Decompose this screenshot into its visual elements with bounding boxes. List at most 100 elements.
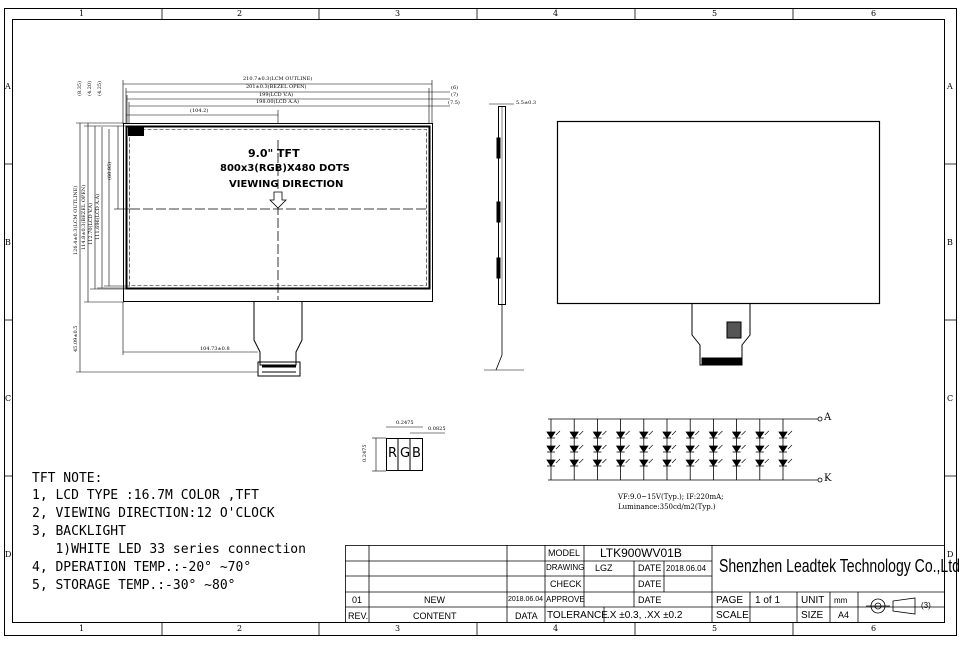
col-label-1-bottom: 1 <box>79 624 85 633</box>
col-label-4: 4 <box>553 9 559 18</box>
subpixel-g: G <box>400 446 411 461</box>
led-diode-icon <box>685 445 695 453</box>
row-label-a: A <box>5 82 11 91</box>
dim-va-height: 112.70(LCD V.A) <box>88 202 94 245</box>
led-diode-icon <box>708 431 719 439</box>
led-diode-icon <box>708 459 719 467</box>
subpixel-r: R <box>388 446 398 461</box>
led-diode-icon <box>778 431 788 439</box>
led-emission-arrow <box>718 444 723 450</box>
dim-half-height: (60.95) <box>107 161 113 180</box>
row-label-a-right: A <box>947 82 953 91</box>
dim-thickness: 5.5±0.3 <box>516 100 537 106</box>
led-emission-arrow <box>602 430 607 436</box>
size-label: SIZE <box>801 610 824 621</box>
led-emission-arrow <box>741 430 746 436</box>
size-value: A4 <box>838 610 850 620</box>
tolerance-value: .X ±0.3, .XX ±0.2 <box>607 610 683 621</box>
led-emission-arrow <box>578 458 584 464</box>
resolution-label: 800x3(RGB)X480 DOTS <box>220 163 350 174</box>
led-emission-arrow <box>648 444 654 450</box>
unit-label: UNIT <box>801 595 825 606</box>
led-emission-arrow <box>555 458 561 464</box>
dim-bezel-height: 114.8±0.3(BEZEL OPEN) <box>81 184 87 250</box>
led-diode-icon <box>639 459 649 467</box>
dim-left-offset-a: (8.35) <box>77 80 83 96</box>
led-diode-icon <box>546 459 556 467</box>
led-diode-icon <box>685 431 695 439</box>
dim-pixel-pitch: 0.2475 <box>396 420 414 426</box>
led-emission-arrow <box>578 444 584 450</box>
model-label: MODEL <box>548 548 581 558</box>
note-operation-temp: 4, DPERATION TEMP.:-20° ~70° <box>32 560 252 575</box>
led-diode-icon <box>755 431 765 439</box>
led-emission-arrow <box>625 458 630 464</box>
rev-value: 01 <box>352 595 363 605</box>
led-emission-arrow <box>787 458 793 464</box>
led-circuit <box>546 416 823 483</box>
note-led-config: 1)WHITE LED 33 series connection <box>32 542 306 557</box>
led-emission-arrow <box>764 444 770 450</box>
led-emission-arrow <box>718 458 723 464</box>
led-emission-arrow <box>787 444 793 450</box>
led-emission-arrow <box>648 458 654 464</box>
rev-label: REV. <box>348 611 369 621</box>
led-emission-arrow <box>741 444 746 450</box>
model-value: LTK900WV01B <box>600 546 682 560</box>
dim-offset-6: (6) <box>451 85 459 91</box>
led-diode-icon <box>592 431 603 439</box>
content-value: NEW <box>424 595 445 605</box>
led-diode-icon <box>615 459 626 467</box>
check-label: CHECK <box>550 579 582 589</box>
note-backlight: 3, BACKLIGHT <box>32 524 126 539</box>
dim-half-width: (104.2) <box>190 108 209 114</box>
led-diode-icon <box>755 445 765 453</box>
check-date-label: DATE <box>638 579 662 589</box>
page-value: 1 of 1 <box>755 595 781 606</box>
col-label-3-bottom: 3 <box>395 624 401 633</box>
content-label: CONTENT <box>413 611 457 621</box>
led-diode-icon <box>592 445 603 453</box>
projection-mark: (3) <box>921 601 931 610</box>
led-emission-arrow <box>555 430 561 436</box>
col-label-5: 5 <box>712 9 718 18</box>
note-viewing-direction: 2, VIEWING DIRECTION:12 O'CLOCK <box>32 506 275 521</box>
viewing-direction-label: VIEWING DIRECTION <box>229 179 344 190</box>
led-emission-arrow <box>694 458 700 464</box>
led-diode-icon <box>731 431 742 439</box>
led-diode-icon <box>639 431 649 439</box>
cathode-label: K <box>824 473 832 484</box>
led-diode-icon <box>569 459 579 467</box>
led-emission-arrow <box>555 444 561 450</box>
unit-value: mm <box>834 596 848 605</box>
led-diode-icon <box>685 459 695 467</box>
led-emission-arrow <box>602 458 607 464</box>
led-diode-icon <box>662 445 672 453</box>
led-diode-icon <box>639 445 649 453</box>
led-diode-icon <box>778 445 788 453</box>
led-diode-icon <box>569 431 579 439</box>
date-value: 2018.06.04 <box>666 564 707 573</box>
col-label-2-bottom: 2 <box>237 624 243 633</box>
led-emission-arrow <box>694 430 700 436</box>
led-emission-arrow <box>764 430 770 436</box>
dim-aa-width: 198.00(LCD A.A) <box>256 99 299 105</box>
led-diode-icon <box>569 445 579 453</box>
led-emission-arrow <box>787 430 793 436</box>
dim-left-offset-c: (4.25) <box>97 80 103 96</box>
dim-pixel-height: 0.2475 <box>362 444 368 463</box>
dim-outline-height: 126.4±0.3(LCM OUTLINE) <box>73 185 79 255</box>
led-diode-icon <box>615 445 626 453</box>
drawing-label: DRAWING <box>546 563 585 572</box>
led-diode-icon <box>615 431 626 439</box>
notes-title: TFT NOTE: <box>32 471 103 486</box>
note-storage-temp: 5, STORAGE TEMP.:-30° ~80° <box>32 578 236 593</box>
col-label-6: 6 <box>871 9 877 18</box>
tolerance-label: TOLERANCE <box>547 610 608 621</box>
led-emission-arrow <box>764 458 770 464</box>
row-label-c: C <box>5 394 12 403</box>
led-diode-icon <box>662 459 672 467</box>
row-label-d-right: D <box>947 550 954 559</box>
approve-label: APPROVE <box>546 595 585 604</box>
